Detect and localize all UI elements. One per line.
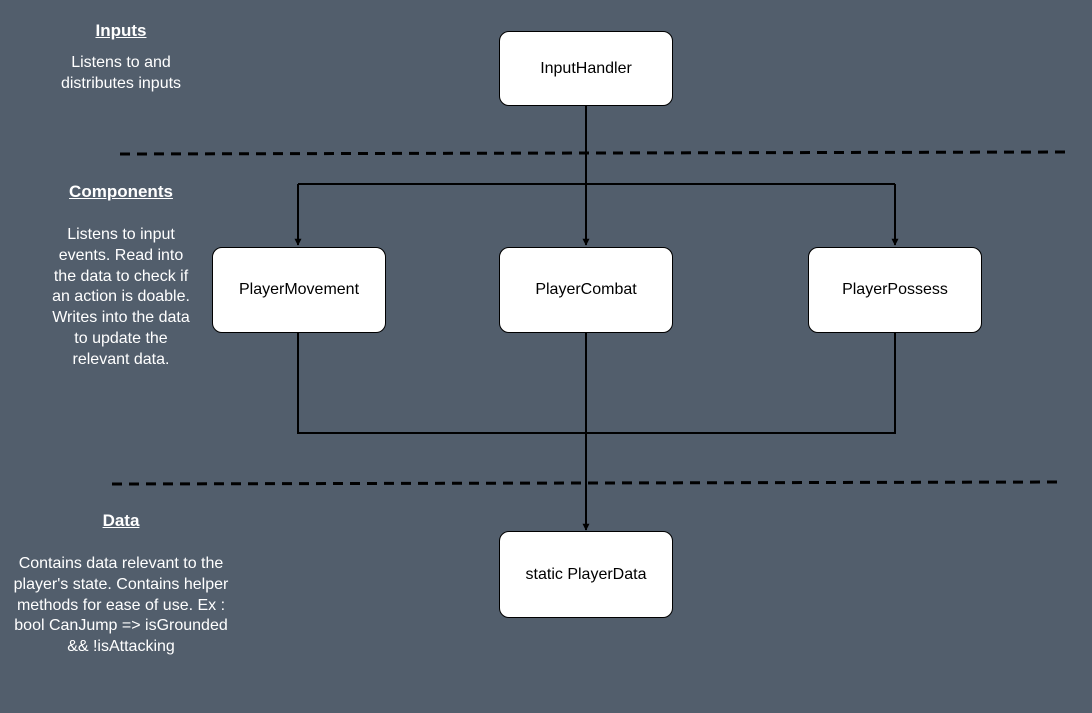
data-heading: Data bbox=[102, 511, 140, 530]
player-possess-node: PlayerPossess bbox=[808, 247, 982, 333]
section-divider-bottom bbox=[111, 480, 1061, 486]
inputs-description: Listens to and distributes inputs bbox=[60, 54, 182, 92]
inputs-heading: Inputs bbox=[95, 21, 147, 40]
components-heading: Components bbox=[69, 182, 173, 201]
player-combat-label: PlayerCombat bbox=[535, 281, 637, 298]
input-handler-node: InputHandler bbox=[499, 31, 673, 106]
player-combat-node: PlayerCombat bbox=[499, 247, 673, 333]
connector-input-to-components bbox=[298, 106, 895, 185]
section-divider-top bbox=[119, 150, 1069, 156]
player-movement-label: PlayerMovement bbox=[238, 281, 360, 298]
components-description: Listens to input events. Read into the d… bbox=[52, 226, 190, 368]
connector-components-to-data bbox=[297, 333, 896, 434]
player-data-label: static PlayerData bbox=[525, 565, 647, 583]
player-possess-label: PlayerPossess bbox=[842, 281, 948, 298]
input-handler-label: InputHandler bbox=[540, 59, 632, 77]
player-data-node: static PlayerData bbox=[499, 531, 673, 618]
data-description: Contains data relevant to the player's s… bbox=[13, 555, 229, 656]
player-movement-node: PlayerMovement bbox=[212, 247, 386, 333]
